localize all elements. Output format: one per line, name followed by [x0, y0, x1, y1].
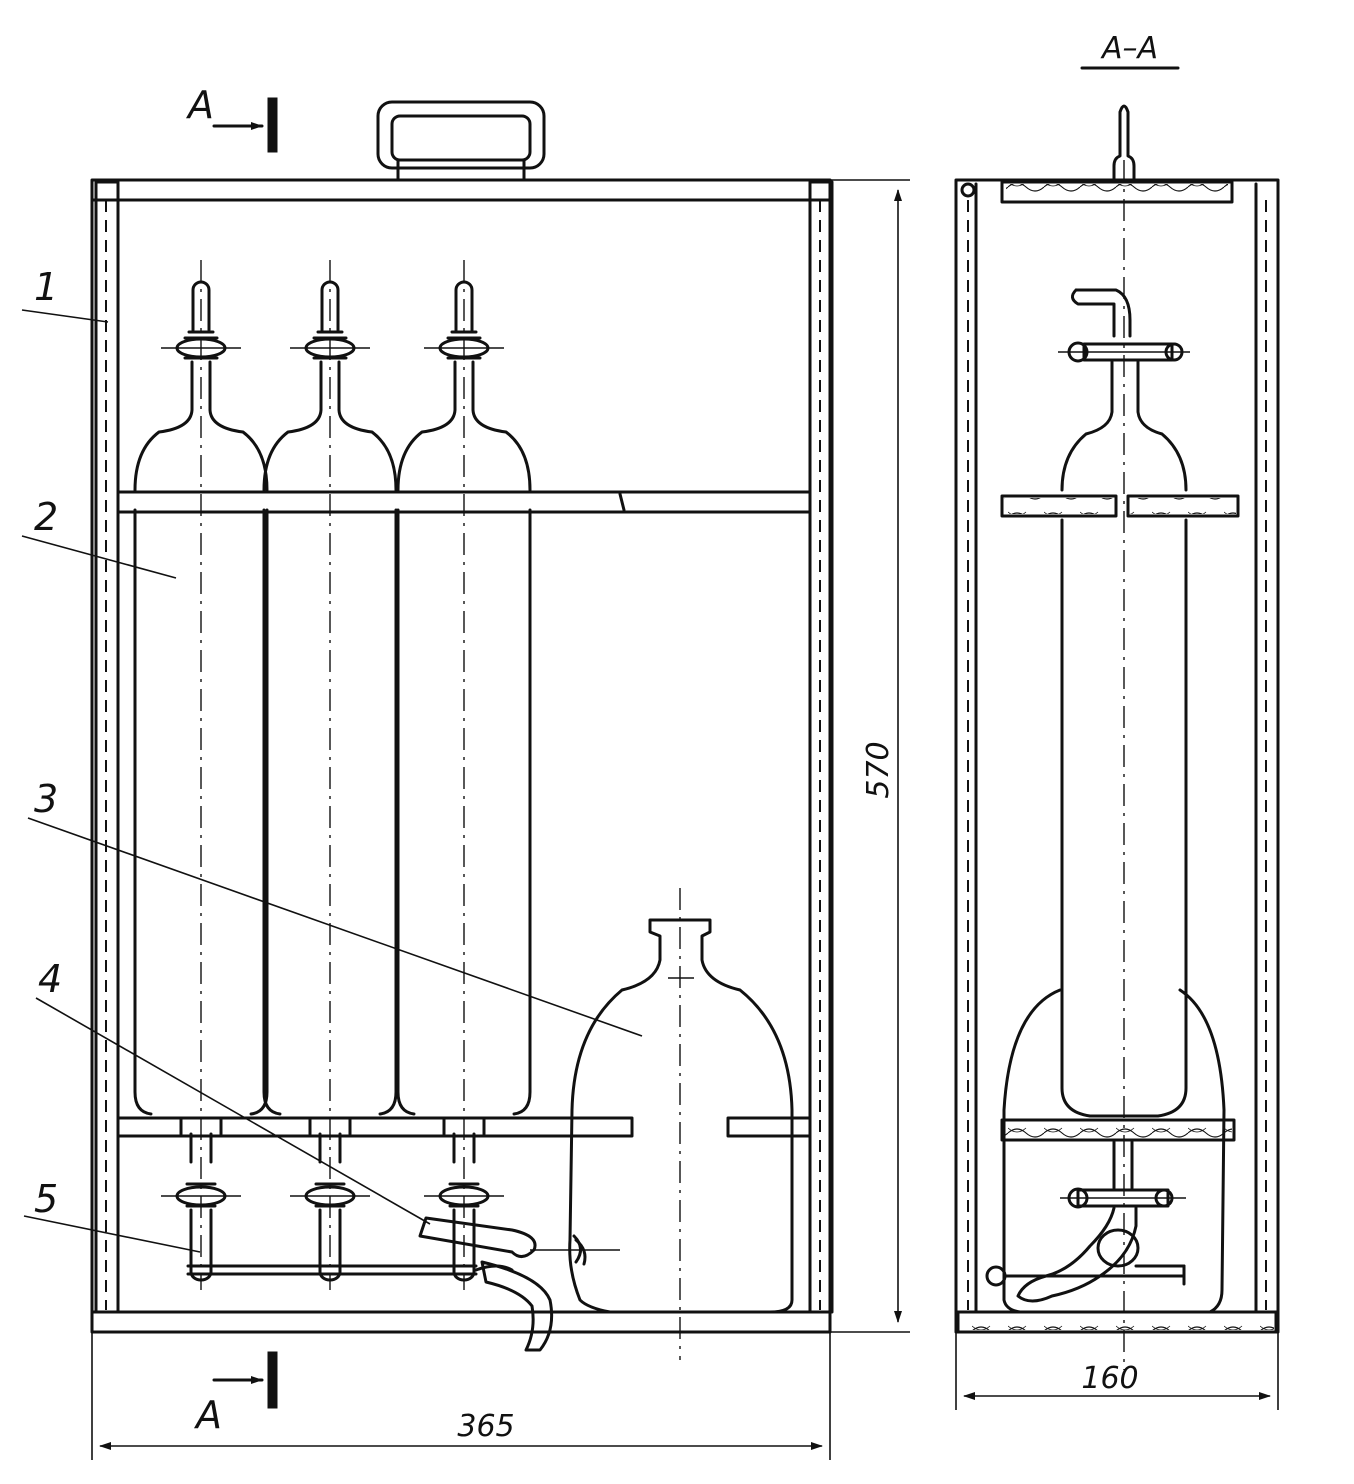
section-view-title: A–A	[1100, 31, 1158, 66]
label-part-1: 1	[34, 265, 58, 309]
height-dimension: 570	[830, 179, 910, 1333]
section-marker-top: A	[185, 83, 278, 153]
carrying-handle	[376, 100, 546, 182]
width-dimension-value: 365	[457, 1409, 514, 1444]
section-lower-stopcock	[985, 1140, 1186, 1303]
section-case	[954, 178, 1280, 1334]
cabinet-case	[90, 178, 834, 1334]
level-bottle	[568, 888, 794, 1360]
section-bottom-board	[956, 1310, 1278, 1334]
drain-stopcock-and-hose	[418, 1216, 620, 1352]
leader-lines	[21, 309, 643, 1253]
section-top-nipple	[1112, 104, 1136, 182]
section-marker-top-letter: A	[185, 83, 214, 127]
front-view: 1 2 3 4 5 A A 570 365	[21, 83, 910, 1460]
section-view: A–A	[954, 31, 1280, 1410]
width-dimension: 365	[91, 1332, 831, 1460]
section-burette	[1058, 160, 1190, 1370]
depth-dimension: 160	[955, 1332, 1279, 1410]
depth-dimension-value: 160	[1081, 1361, 1138, 1396]
label-part-2: 2	[34, 495, 58, 539]
label-part-4: 4	[38, 957, 62, 1001]
label-part-5: 5	[34, 1177, 58, 1221]
lower-shelf	[116, 1116, 812, 1138]
manifold-tube	[186, 1264, 514, 1276]
section-marker-bottom: A	[193, 1351, 278, 1437]
height-dimension-value: 570	[861, 741, 896, 798]
section-middle-boards	[1000, 494, 1240, 518]
section-marker-bottom-letter: A	[193, 1393, 222, 1437]
section-lower-board	[1000, 1118, 1236, 1142]
section-top-board	[1000, 180, 1234, 204]
label-part-3: 3	[34, 777, 58, 821]
